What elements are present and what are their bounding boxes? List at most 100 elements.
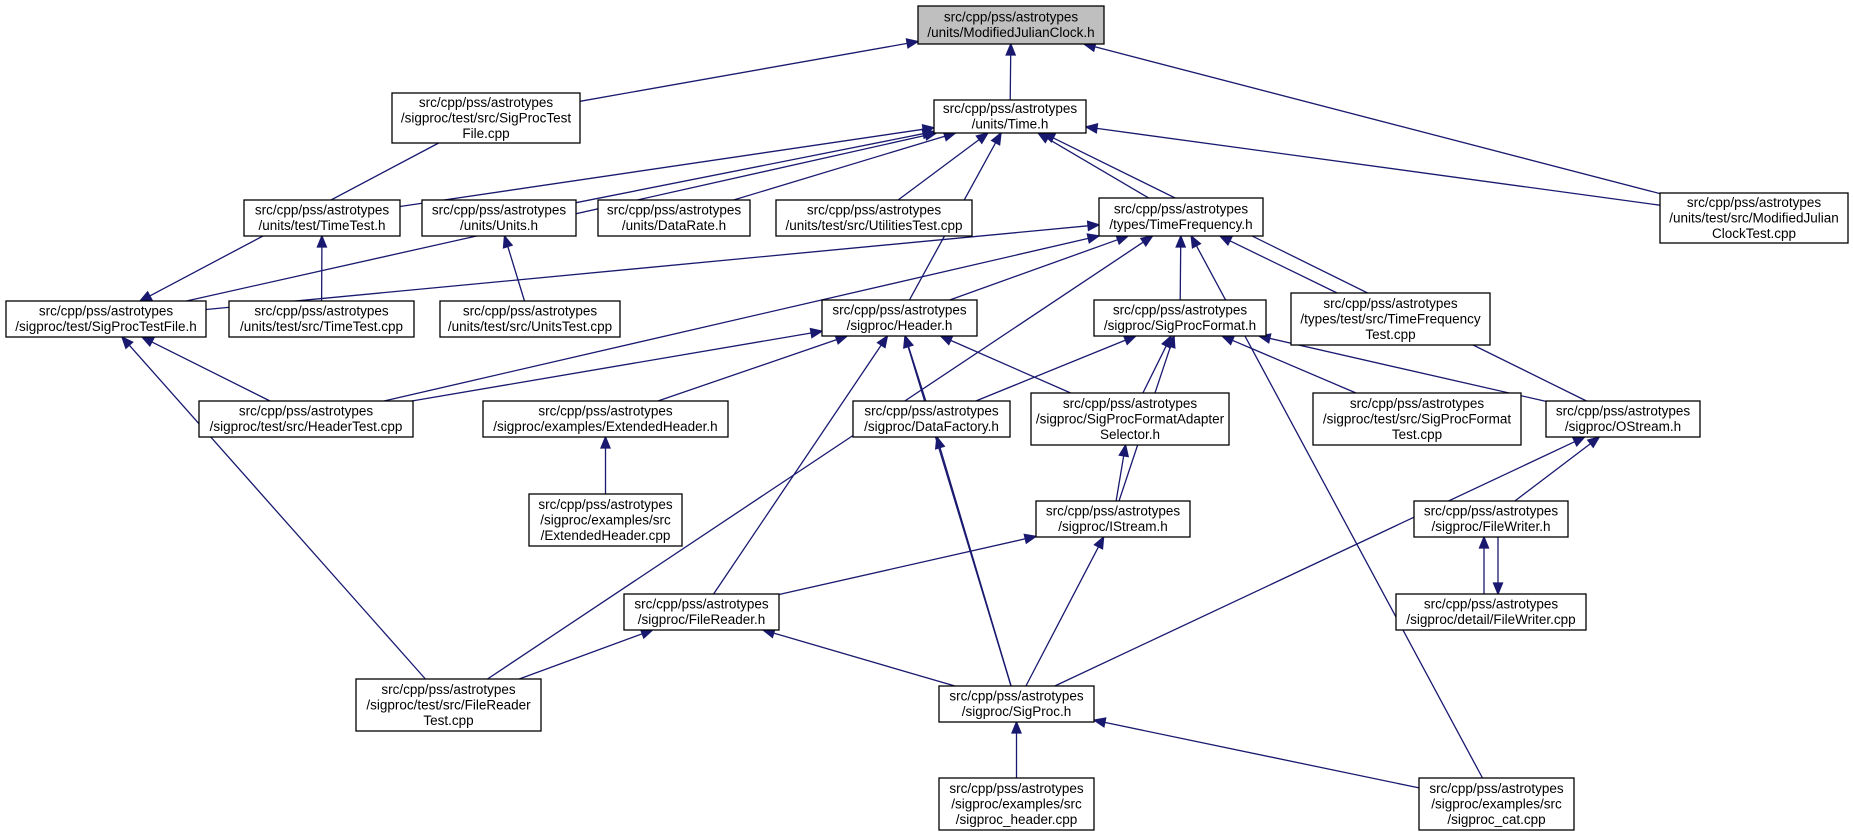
arrowhead — [1586, 435, 1601, 449]
node-label-line: src/cpp/pss/astrotypes — [1350, 396, 1485, 411]
arrowhead — [138, 290, 153, 302]
node-label-line: /units/Time.h — [972, 117, 1049, 132]
node-header-test-cpp[interactable]: src/cpp/pss/astrotypes/sigproc/test/src/… — [198, 400, 414, 438]
node-istream-h[interactable]: src/cpp/pss/astrotypes/sigproc/IStream.h — [1035, 500, 1191, 538]
node-label-line: src/cpp/pss/astrotypes — [419, 95, 554, 110]
arrowhead — [140, 336, 155, 348]
node-time-frequency-test-cpp[interactable]: src/cpp/pss/astrotypes/types/test/src/Ti… — [1290, 292, 1491, 346]
node-sigproc-cat-cpp[interactable]: src/cpp/pss/astrotypes/sigproc/examples/… — [1418, 777, 1575, 831]
node-label-line: /sigproc/Header.h — [847, 318, 953, 333]
node-label-line: src/cpp/pss/astrotypes — [239, 404, 374, 419]
node-sigproc-format-adapter-selector-h[interactable]: src/cpp/pss/astrotypes/sigproc/SigProcFo… — [1030, 392, 1230, 446]
node-ostream-h[interactable]: src/cpp/pss/astrotypes/sigproc/OStream.h — [1545, 400, 1701, 438]
arrowhead — [905, 38, 920, 49]
node-label-line: src/cpp/pss/astrotypes — [1424, 597, 1559, 612]
node-units-test-cpp[interactable]: src/cpp/pss/astrotypes/units/test/src/Un… — [439, 300, 621, 338]
node-time-test-h[interactable]: src/cpp/pss/astrotypes/units/test/TimeTe… — [243, 199, 401, 237]
node-label-line: Selector.h — [1100, 427, 1160, 442]
node-label-line: src/cpp/pss/astrotypes — [944, 10, 1079, 25]
node-utilities-test-cpp[interactable]: src/cpp/pss/astrotypes/units/test/src/Ut… — [775, 199, 973, 237]
node-file-writer-cpp[interactable]: src/cpp/pss/astrotypes/sigproc/detail/Fi… — [1395, 593, 1587, 631]
edge-tft-includes-tf — [1218, 235, 1338, 294]
arrowhead — [600, 435, 611, 449]
node-extended-header-cpp[interactable]: src/cpp/pss/astrotypes/sigproc/examples/… — [528, 493, 683, 547]
edge-df-includes-spf — [975, 335, 1138, 402]
arrowhead — [1084, 123, 1099, 134]
edge-utc-includes-units — [502, 234, 526, 302]
edge-eh-includes-hdr — [657, 334, 849, 402]
edge-sh-includes-sp — [1011, 720, 1022, 778]
node-label-line: /sigproc/detail/FileWriter.cpp — [1406, 612, 1575, 627]
edge-spf-includes-tf — [1175, 234, 1187, 301]
node-time-test-cpp[interactable]: src/cpp/pss/astrotypes/units/test/src/Ti… — [228, 300, 415, 338]
node-label-line: /types/TimeFrequency.h — [1109, 217, 1252, 232]
node-label-line: /sigproc_header.cpp — [956, 812, 1078, 827]
arrowhead — [1086, 233, 1101, 244]
node-sigproc-format-test-cpp[interactable]: src/cpp/pss/astrotypes/sigproc/test/src/… — [1312, 392, 1522, 446]
arrowhead — [809, 327, 824, 339]
edge-ht-includes-hdr — [411, 327, 824, 402]
node-label-line: src/cpp/pss/astrotypes — [607, 203, 742, 218]
node-label-line: /units/test/src/TimeTest.cpp — [240, 319, 403, 334]
node-label-line: /sigproc/test/src/HeaderTest.cpp — [210, 419, 403, 434]
nodes: src/cpp/pss/astrotypes/units/ModifiedJul… — [5, 5, 1849, 831]
edge-fw-includes-fwc — [1492, 537, 1504, 596]
node-label-line: src/cpp/pss/astrotypes — [943, 101, 1078, 116]
node-header-h[interactable]: src/cpp/pss/astrotypes/sigproc/Header.h — [821, 299, 978, 337]
arrowhead — [1005, 42, 1017, 56]
node-label-line: /ExtendedHeader.cpp — [541, 528, 671, 543]
node-file-reader-h[interactable]: src/cpp/pss/astrotypes/sigproc/FileReade… — [623, 593, 780, 631]
edge-frt-includes-fr — [518, 628, 655, 680]
node-time-frequency-h[interactable]: src/cpp/pss/astrotypes/types/TimeFrequen… — [1098, 197, 1264, 237]
node-sigproc-test-file-h[interactable]: src/cpp/pss/astrotypes/sigproc/test/SigP… — [5, 300, 207, 338]
edge-ht-includes-sptfh — [140, 336, 271, 402]
edge-tf-includes-time — [1036, 132, 1150, 199]
node-label-line: src/cpp/pss/astrotypes — [39, 304, 174, 319]
node-modified-julian-clock-h[interactable]: src/cpp/pss/astrotypes/units/ModifiedJul… — [917, 5, 1105, 45]
node-label-line: /units/ModifiedJulianClock.h — [927, 25, 1094, 40]
edge-dr-includes-time — [733, 131, 958, 201]
arrowhead — [990, 131, 1002, 146]
node-modified-julian-clock-test-cpp[interactable]: src/cpp/pss/astrotypes/units/test/src/Mo… — [1659, 192, 1849, 244]
node-label-line: src/cpp/pss/astrotypes — [1114, 202, 1249, 217]
arrowhead — [1093, 535, 1105, 550]
node-file-writer-h[interactable]: src/cpp/pss/astrotypes/sigproc/FileWrite… — [1413, 500, 1569, 538]
arrowhead — [502, 234, 514, 249]
arrowhead — [1139, 235, 1154, 247]
node-sigproc-header-cpp[interactable]: src/cpp/pss/astrotypes/sigproc/examples/… — [938, 777, 1095, 831]
edge-is-includes-spfas — [1115, 443, 1130, 502]
node-data-rate-h[interactable]: src/cpp/pss/astrotypes/units/DataRate.h — [597, 199, 751, 237]
node-extended-header-h[interactable]: src/cpp/pss/astrotypes/sigproc/examples/… — [482, 400, 729, 438]
node-label-line: src/cpp/pss/astrotypes — [949, 781, 1084, 796]
arrowhead — [975, 131, 990, 145]
node-data-factory-h[interactable]: src/cpp/pss/astrotypes/sigproc/DataFacto… — [852, 400, 1011, 438]
node-label-line: /units/test/src/UnitsTest.cpp — [448, 319, 612, 334]
node-sigproc-format-h[interactable]: src/cpp/pss/astrotypes/sigproc/SigProcFo… — [1093, 299, 1267, 337]
edges — [120, 38, 1661, 789]
arrowhead — [1220, 335, 1236, 346]
node-time-h[interactable]: src/cpp/pss/astrotypes/units/Time.h — [933, 99, 1087, 134]
node-label-line: /units/test/src/UtilitiesTest.cpp — [785, 218, 962, 233]
node-file-reader-test-cpp[interactable]: src/cpp/pss/astrotypes/sigproc/test/src/… — [355, 678, 542, 732]
arrowhead — [1165, 334, 1176, 349]
node-label-line: src/cpp/pss/astrotypes — [432, 203, 567, 218]
node-label-line: /sigproc/OStream.h — [1565, 419, 1681, 434]
edge-mjct-includes-mjc — [1082, 41, 1661, 195]
node-label-line: /sigproc/examples/src — [951, 796, 1082, 811]
node-sigproc-test-file-cpp[interactable]: src/cpp/pss/astrotypes/sigproc/test/src/… — [391, 92, 581, 144]
node-label-line: src/cpp/pss/astrotypes — [1323, 296, 1458, 311]
node-label-line: src/cpp/pss/astrotypes — [1556, 404, 1691, 419]
node-label-line: /sigproc/FileReader.h — [638, 612, 766, 627]
arrowhead — [876, 334, 889, 349]
arrowhead — [1175, 234, 1187, 248]
node-label-line: src/cpp/pss/astrotypes — [864, 404, 999, 419]
node-units-h[interactable]: src/cpp/pss/astrotypes/units/Units.h — [421, 199, 577, 237]
arrowhead — [1118, 443, 1130, 458]
node-label-line: /units/test/src/ModifiedJulian — [1669, 210, 1839, 225]
node-label-line: src/cpp/pss/astrotypes — [634, 597, 769, 612]
node-label-line: src/cpp/pss/astrotypes — [1063, 396, 1198, 411]
edge-ttc-includes-tth — [316, 234, 328, 302]
node-sigproc-h[interactable]: src/cpp/pss/astrotypes/sigproc/SigProc.h — [938, 685, 1095, 723]
arrowhead — [1571, 436, 1587, 447]
